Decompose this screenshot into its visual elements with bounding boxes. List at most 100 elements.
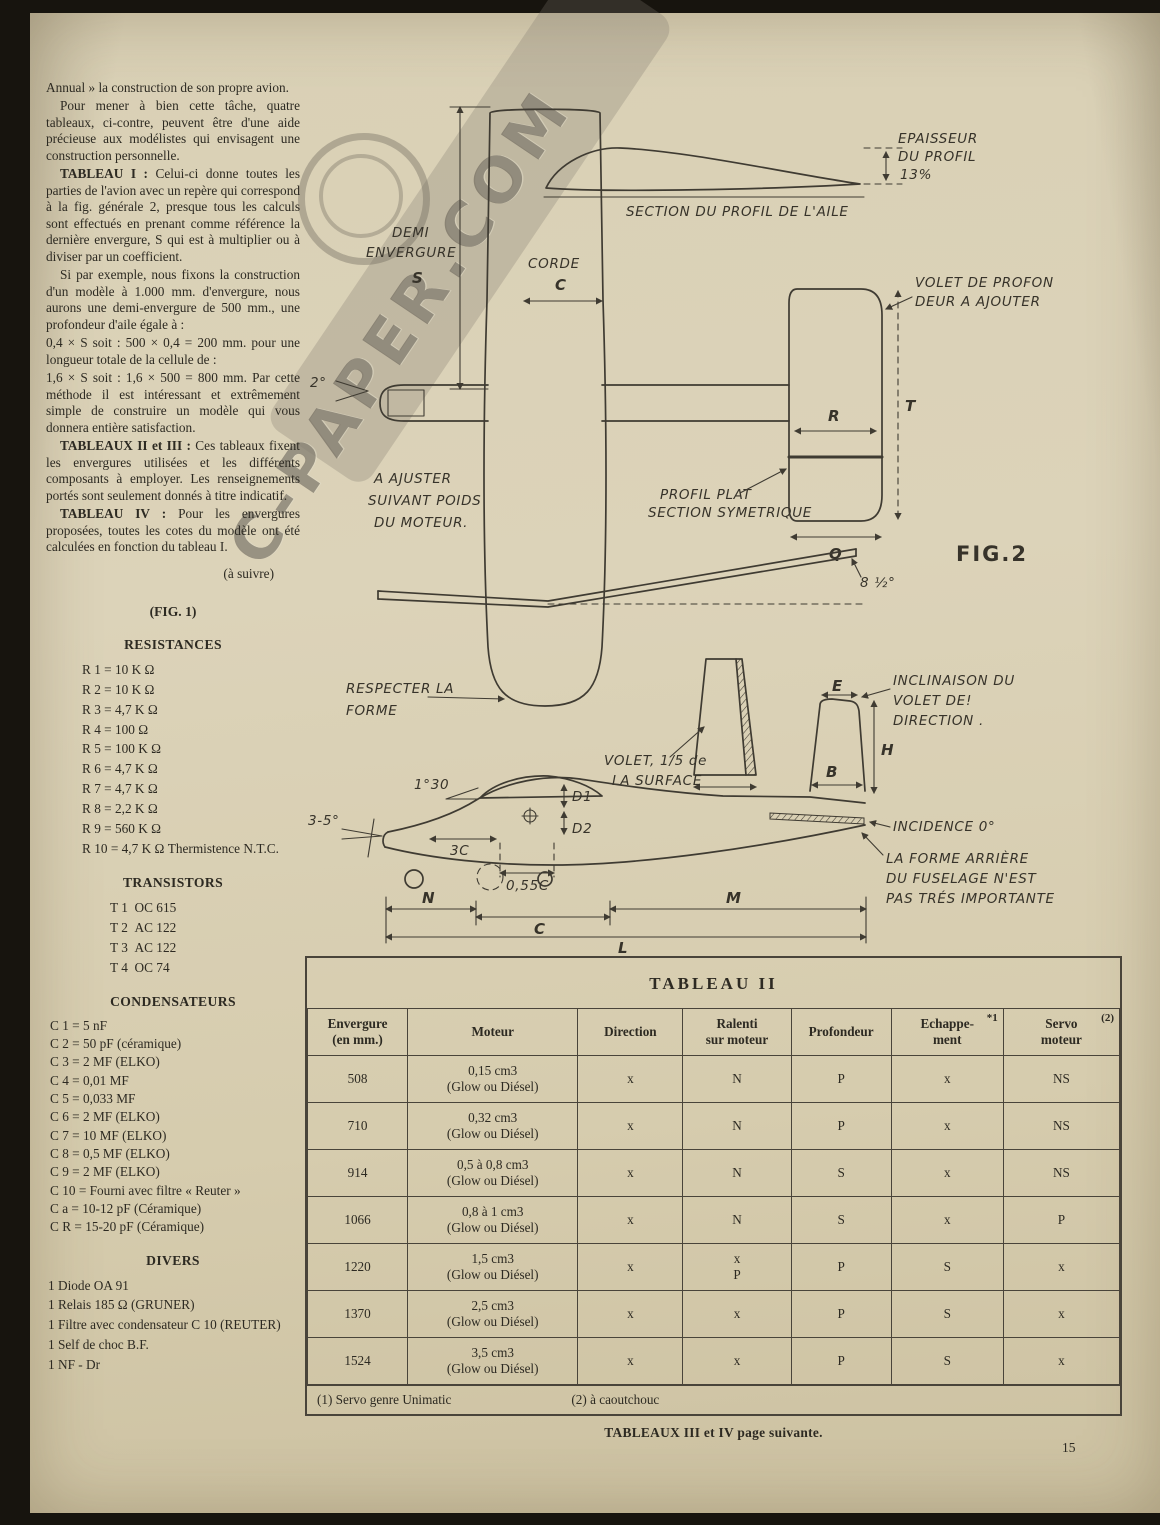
corde-dimension: CORDE C [522, 256, 604, 305]
svg-text:PAS TRÉS IMPORTANTE: PAS TRÉS IMPORTANTE [886, 890, 1055, 907]
fuselage-side-view [367, 775, 866, 891]
wing-top-view: 2° [310, 375, 790, 422]
column-header: Direction [577, 1008, 684, 1056]
list-item: C 4 = 0,01 MF [50, 1072, 129, 1088]
divers-heading: DIVERS [146, 1252, 200, 1268]
list-item: C 9 = 2 MF (ELKO) [50, 1164, 160, 1180]
table-cell: x [890, 1055, 1004, 1103]
table-cell: x [577, 1243, 684, 1291]
svg-text:SECTION SYMETRIQUE: SECTION SYMETRIQUE [648, 505, 812, 521]
svg-text:DIRECTION .: DIRECTION . [893, 713, 984, 729]
list-item: 1 Diode OA 91 [48, 1277, 129, 1293]
label-deux-degres: 2° [310, 375, 327, 391]
table-cell: P [1002, 1196, 1121, 1244]
footnote-2: (2) à caoutchouc [571, 1392, 660, 1407]
svg-text:SUIVANT POIDS: SUIVANT POIDS [368, 493, 481, 509]
svg-text:DU MOTEUR.: DU MOTEUR. [374, 515, 468, 531]
table-cell: NS [1002, 1102, 1121, 1150]
svg-text:FORME: FORME [346, 703, 397, 719]
table-cell: S [790, 1149, 892, 1197]
svg-text:INCLINAISON DU: INCLINAISON DU [893, 673, 1015, 689]
svg-text:S: S [412, 269, 424, 287]
respecter-note: RESPECTER LA FORME [346, 681, 506, 719]
list-item: C 1 = 5 nF [50, 1017, 108, 1033]
fin-side-view: E H B [809, 677, 894, 795]
label-volet-profondeur: VOLET DE PROFON [915, 275, 1054, 291]
table-cell: 0,32 cm3(Glow ou Diésel) [407, 1102, 579, 1150]
table-cell: 1,5 cm3(Glow ou Diésel) [407, 1243, 579, 1291]
table-cell: x [682, 1337, 792, 1385]
table-cell: 1370 [306, 1290, 409, 1338]
table-cell: P [790, 1243, 892, 1291]
paragraph: TABLEAU I : Celui-ci donne toutes les pa… [46, 166, 300, 264]
list-item: T 4 OC 74 [110, 959, 170, 975]
table-cell: S [790, 1196, 892, 1244]
svg-text:DEUR A AJOUTER: DEUR A AJOUTER [915, 294, 1041, 310]
list-item: C 7 = 10 MF (ELKO) [50, 1127, 167, 1143]
table-cell: 1066 [306, 1196, 409, 1244]
table-cell: 0,15 cm3(Glow ou Diésel) [407, 1055, 579, 1103]
label-corde: CORDE [528, 256, 580, 272]
table-cell: N [682, 1102, 792, 1150]
svg-text:C: C [555, 276, 567, 294]
fuselage-top-view [483, 108, 607, 707]
label-l: L [618, 939, 628, 955]
paragraph: 1,6 × S soit : 1,6 × 500 = 800 mm. Par c… [46, 370, 300, 435]
label-volet-surface: VOLET, 1/5 de [604, 753, 707, 769]
paragraph: 0,4 × S soit : 500 × 0,4 = 200 mm. pour … [46, 335, 300, 367]
list-item: R 6 = 4,7 K Ω [82, 761, 158, 777]
table-cell: x [577, 1149, 684, 1197]
table-cell: 914 [306, 1149, 409, 1197]
label-r: R [828, 407, 840, 425]
wing-dihedral-front-view: 8 ½° [377, 548, 895, 608]
table-cell: P [790, 1337, 892, 1385]
svg-text:13%: 13% [900, 167, 932, 183]
list-item: R 3 = 4,7 K Ω [82, 701, 158, 717]
label-profil-plat: PROFIL PLAT [660, 487, 753, 503]
table-cell: S [890, 1243, 1004, 1291]
tableau-2-footnotes: (1) Servo genre Unimatic (2) à caoutchou… [307, 1385, 1120, 1414]
label-3-5deg: 3-5° [308, 813, 340, 829]
table-cell: 1220 [306, 1243, 409, 1291]
fig1-heading: (FIG. 1) [149, 604, 197, 620]
incidence-note: INCIDENCE 0° LA FORME ARRIÈRE DU FUSELAG… [769, 812, 1055, 907]
list-item: R 10 = 4,7 K Ω Thermistence N.T.C. [82, 841, 279, 857]
svg-text:ENVERGURE: ENVERGURE [366, 245, 456, 261]
label-m: M [726, 889, 742, 907]
table-cell: N [682, 1196, 792, 1244]
table-cell: x [890, 1102, 1004, 1150]
list-item: R 7 = 4,7 K Ω [82, 781, 158, 797]
table-cell: x [682, 1290, 792, 1338]
table-cell: S [890, 1337, 1004, 1385]
label-t: T [905, 397, 917, 415]
list-item: T 2 AC 122 [110, 919, 177, 935]
rudder-detail-sketch: VOLET, 1/5 de LA SURFACE [604, 658, 758, 791]
article-column: Annual » la construction de son propre a… [46, 80, 300, 1375]
table-cell: x [1002, 1290, 1121, 1338]
label-055c: 0,55C [506, 878, 549, 894]
list-item: C 6 = 2 MF (ELKO) [50, 1109, 160, 1125]
ajuster-note: A AJUSTER SUIVANT POIDS DU MOTEUR. [368, 471, 481, 531]
label-forme-arriere: LA FORME ARRIÈRE [886, 850, 1029, 867]
list-item: C a = 10-12 pF (Céramique) [50, 1200, 202, 1216]
table-cell: x [890, 1196, 1004, 1244]
label-1d30: 1°30 [414, 777, 449, 793]
resistances-heading: RESISTANCES [124, 636, 222, 652]
label-d1: D1 [572, 789, 592, 805]
list-item: R 9 = 560 K Ω [82, 821, 162, 837]
svg-text:DU FUSELAGE N'EST: DU FUSELAGE N'EST [886, 871, 1037, 887]
tailplane-elevator: R T Q VOLET DE PROFON DEUR A AJOUTER PRO… [648, 275, 1054, 563]
transistors-heading: TRANSISTORS [122, 875, 224, 891]
wing-airfoil-section-drawing: EPAISSEUR DU PROFIL 13% SECTION DU PROFI… [543, 131, 977, 220]
fig2-aircraft-diagram: EPAISSEUR DU PROFIL 13% SECTION DU PROFI… [308, 105, 1055, 955]
svg-text:DU PROFIL: DU PROFIL [898, 149, 976, 165]
